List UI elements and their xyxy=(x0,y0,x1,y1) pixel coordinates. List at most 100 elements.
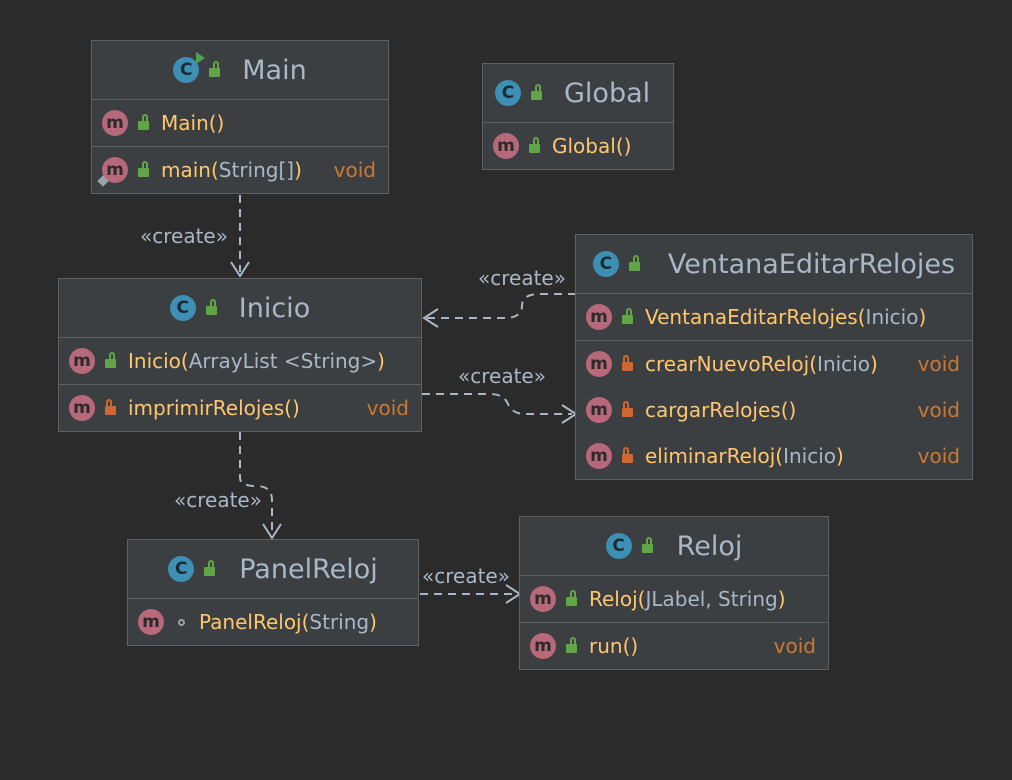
method-params: Inicio xyxy=(817,352,870,376)
class-main-constructors: m Main() xyxy=(92,100,388,147)
edge-inicio-to-ventana xyxy=(422,393,572,415)
method-params: ArrayList <String> xyxy=(188,349,378,373)
arrowhead-inicio-panel xyxy=(262,523,282,540)
method-row[interactable]: m VentanaEditarRelojes(Inicio) xyxy=(576,294,972,340)
method-icon: m xyxy=(586,351,612,377)
class-inicio[interactable]: C Inicio m Inicio(ArrayList <String>) m … xyxy=(58,278,422,432)
private-icon xyxy=(105,398,116,415)
public-icon xyxy=(138,113,149,130)
class-reloj-constructors: m Reloj(JLabel, String) xyxy=(520,576,828,623)
class-ventana-editar-relojes[interactable]: C VentanaEditarRelojes m VentanaEditarRe… xyxy=(575,234,973,480)
class-global[interactable]: C Global m Global() xyxy=(482,63,674,170)
method-row[interactable]: m eliminarReloj(Inicio) void xyxy=(576,433,972,479)
return-type: void xyxy=(773,634,816,658)
method-row[interactable]: m PanelReloj(String) xyxy=(128,599,418,645)
method-params: Inicio xyxy=(783,444,836,468)
method-icon: m xyxy=(493,133,519,159)
method-icon: m xyxy=(530,586,556,612)
class-inicio-name: Inicio xyxy=(238,292,311,324)
class-icon: C xyxy=(168,556,195,582)
method-icon: m xyxy=(586,304,612,330)
private-icon xyxy=(622,354,633,371)
public-icon xyxy=(641,536,653,553)
private-icon xyxy=(622,400,633,417)
class-main[interactable]: C Main m Main() m main(String[]) void xyxy=(91,40,389,194)
method-row[interactable]: m crearNuevoReloj(Inicio) void xyxy=(576,341,972,387)
method-name: crearNuevoReloj xyxy=(645,352,810,376)
method-row[interactable]: m run() void xyxy=(520,623,828,669)
class-panel-reloj[interactable]: C PanelReloj m PanelReloj(String) xyxy=(127,539,419,646)
public-icon xyxy=(205,298,217,315)
method-icon: m xyxy=(69,395,95,421)
class-main-name: Main xyxy=(242,54,307,86)
class-ventana-name: VentanaEditarRelojes xyxy=(667,248,956,280)
method-name: main xyxy=(161,158,211,182)
public-icon xyxy=(209,60,221,77)
public-icon xyxy=(566,636,577,653)
class-icon: C xyxy=(592,251,619,277)
method-row[interactable]: m cargarRelojes() void xyxy=(576,387,972,433)
class-ventana-header: C VentanaEditarRelojes xyxy=(576,235,972,294)
class-reloj[interactable]: C Reloj m Reloj(JLabel, String) m run() … xyxy=(519,516,829,670)
method-row[interactable]: m Reloj(JLabel, String) xyxy=(520,576,828,622)
method-name: Reloj xyxy=(589,587,638,611)
method-name: eliminarReloj xyxy=(645,444,776,468)
create-label-panel-reloj: «create» xyxy=(422,564,510,588)
class-reloj-header: C Reloj xyxy=(520,517,828,576)
arrowhead-ventana-inicio xyxy=(422,308,439,328)
class-main-header: C Main xyxy=(92,41,388,100)
method-row[interactable]: m main(String[]) void xyxy=(92,147,388,193)
class-panel-name: PanelReloj xyxy=(239,553,378,585)
class-panel-header: C PanelReloj xyxy=(128,540,418,599)
run-icon xyxy=(196,52,206,64)
public-icon xyxy=(628,254,640,271)
class-icon: C xyxy=(495,80,521,106)
create-label-inicio-panel: «create» xyxy=(174,488,262,512)
public-icon xyxy=(138,160,149,177)
private-icon xyxy=(622,446,633,463)
edge-inicio-to-panel xyxy=(239,432,273,534)
method-params: Inicio xyxy=(865,305,919,329)
public-icon xyxy=(529,136,540,153)
method-name: Global xyxy=(552,134,616,158)
method-name: cargarRelojes xyxy=(645,398,781,422)
method-icon: m xyxy=(69,348,95,374)
class-inicio-methods: m imprimirRelojes() void xyxy=(59,385,421,431)
public-icon xyxy=(622,307,633,324)
create-label-main-inicio: «create» xyxy=(140,224,228,248)
class-reloj-methods: m run() void xyxy=(520,623,828,669)
class-main-methods: m main(String[]) void xyxy=(92,147,388,193)
create-label-inicio-ventana: «create» xyxy=(458,364,546,388)
arrowhead-main-inicio xyxy=(230,261,250,278)
public-icon xyxy=(105,351,116,368)
method-row[interactable]: m imprimirRelojes() void xyxy=(59,385,421,431)
public-icon xyxy=(531,83,542,100)
method-params: JLabel, String xyxy=(645,587,778,611)
return-type: void xyxy=(917,398,960,422)
method-row[interactable]: m Inicio(ArrayList <String>) xyxy=(59,338,421,384)
class-panel-constructors: m PanelReloj(String) xyxy=(128,599,418,645)
method-name: PanelReloj xyxy=(199,610,302,634)
method-row[interactable]: m Global() xyxy=(483,123,673,169)
method-name: Inicio xyxy=(128,349,181,373)
class-ventana-methods: m crearNuevoReloj(Inicio) void m cargarR… xyxy=(576,341,972,479)
method-row[interactable]: m Main() xyxy=(92,100,388,146)
return-type: void xyxy=(366,396,409,420)
class-inicio-header: C Inicio xyxy=(59,279,421,338)
method-icon: m xyxy=(97,157,128,187)
method-name: imprimirRelojes xyxy=(128,396,285,420)
class-inicio-constructors: m Inicio(ArrayList <String>) xyxy=(59,338,421,385)
public-icon xyxy=(204,559,216,576)
method-params: String xyxy=(309,610,370,634)
package-private-icon xyxy=(178,618,185,626)
method-name: VentanaEditarRelojes xyxy=(645,305,858,329)
method-params: String[] xyxy=(218,158,295,182)
method-name: Main xyxy=(161,111,209,135)
class-global-name: Global xyxy=(564,77,651,109)
return-type: void xyxy=(917,352,960,376)
public-icon xyxy=(566,589,577,606)
method-icon: m xyxy=(530,633,556,659)
method-icon: m xyxy=(102,110,128,136)
class-reloj-name: Reloj xyxy=(676,530,743,562)
class-global-header: C Global xyxy=(483,64,673,123)
